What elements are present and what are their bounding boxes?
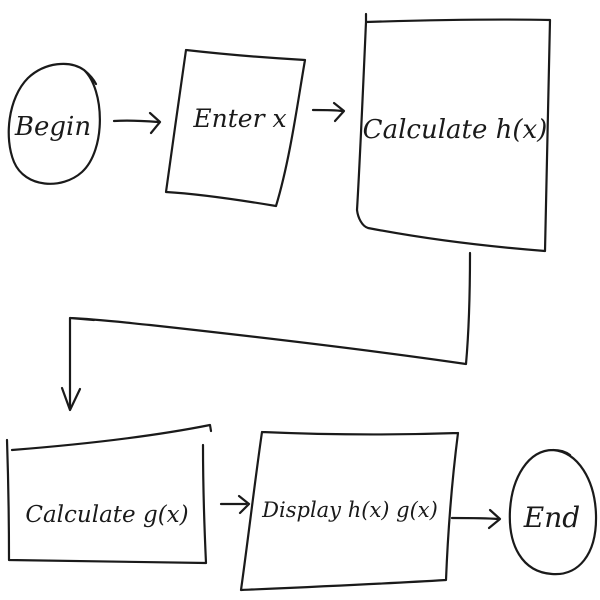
arrow-enter-to-calc-h (311, 101, 346, 123)
begin-node: Begin (7, 62, 101, 185)
begin-node-label: Begin (14, 112, 91, 142)
arrow-begin-to-enter-head (148, 111, 162, 135)
arrow-display-to-end (450, 508, 502, 530)
enter-x-node-label: Enter x (192, 104, 286, 133)
calculate-g-node-shape (5, 423, 213, 565)
display-node-shape (239, 430, 460, 592)
display-node-label: Display h(x) g(x) (261, 498, 438, 522)
arrow-begin-to-enter (112, 111, 162, 135)
calculate-g-node-label: Calculate g(x) (25, 502, 188, 528)
calculate-g-node: Calculate g(x) (5, 423, 213, 565)
display-node: Display h(x) g(x) (239, 430, 460, 592)
calculate-h-node-label: Calculate h(x) (363, 115, 548, 145)
arrow-calc-h-to-calc-g (60, 251, 472, 412)
arrow-calc-h-to-calc-g-head (60, 386, 82, 412)
arrow-calc-g-to-display (219, 494, 251, 515)
begin-node-shape (7, 62, 101, 185)
end-node: End (508, 448, 598, 576)
arrow-begin-to-enter-line (112, 119, 160, 124)
arrow-enter-to-calc-h-line (311, 108, 344, 113)
enter-x-node: Enter x (164, 48, 307, 208)
arrow-display-to-end-line (450, 516, 500, 521)
end-node-shape (508, 448, 598, 576)
arrow-calc-h-to-calc-g-line (68, 251, 472, 410)
arrow-display-to-end-head (487, 508, 502, 530)
arrow-calc-g-to-display-head (237, 494, 251, 515)
arrow-enter-to-calc-h-head (332, 101, 346, 123)
end-node-label: End (523, 501, 580, 534)
enter-x-node-shape (164, 48, 307, 208)
calculate-h-node-shape (355, 12, 552, 253)
calculate-h-node: Calculate h(x) (355, 12, 552, 253)
